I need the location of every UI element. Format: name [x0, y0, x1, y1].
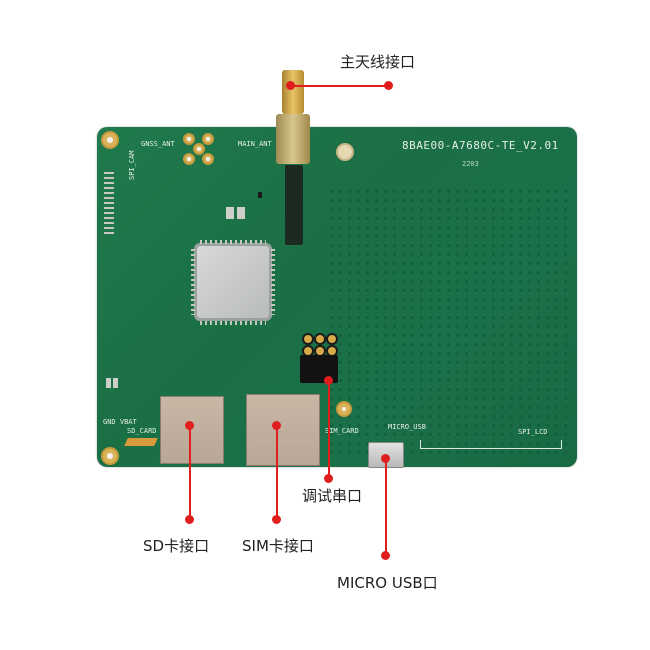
header-pin — [302, 333, 314, 345]
test-point — [336, 143, 354, 161]
debug-serial-dot-start — [324, 376, 333, 385]
debug-serial-label: 调试串口 — [302, 487, 363, 505]
module-pins-right — [271, 249, 275, 315]
main-ant-label: MAIN_ANT — [238, 140, 272, 148]
gnss-ant-label: GNSS_ANT — [141, 140, 175, 148]
header-pin — [326, 333, 338, 345]
capacitor — [237, 207, 245, 219]
sd-card-silk-label: SD_CARD — [127, 427, 157, 435]
sma-base — [276, 114, 310, 164]
sim-card-slot — [246, 394, 320, 466]
micro-usb-dot-end — [381, 551, 390, 560]
via-grid — [327, 187, 572, 457]
micro-usb-label: MICRO USB口 — [337, 574, 438, 592]
date-code-silkscreen: 2203 — [462, 160, 479, 168]
main-antenna-dot-end — [384, 81, 393, 90]
micro-usb-leader — [385, 458, 387, 556]
capacitor — [113, 378, 118, 388]
sim-card-label: SIM卡接口 — [242, 537, 314, 555]
sd-card-dot-start — [185, 421, 194, 430]
spi-cam-label: SPI_CAM — [128, 150, 136, 180]
spi-lcd-silk-label: SPI_LCD — [518, 428, 548, 436]
header-pin — [314, 333, 326, 345]
part-number-silkscreen: 8BAE00-A7680C-TE_V2.01 — [402, 139, 559, 152]
sd-card-slot — [160, 396, 224, 464]
mounting-hole-bottom-left — [101, 447, 119, 465]
module-pins-top — [200, 240, 266, 244]
main-antenna-label: 主天线接口 — [340, 53, 416, 71]
sma-threaded-barrel — [282, 70, 304, 114]
gnss-pad — [183, 133, 195, 145]
sd-card-dot-end — [185, 515, 194, 524]
module-pins-left — [191, 249, 195, 315]
sim-card-dot-end — [272, 515, 281, 524]
mounting-hole-top-left — [101, 131, 119, 149]
gnss-pad — [202, 133, 214, 145]
gnss-pad — [202, 153, 214, 165]
sd-card-label: SD卡接口 — [143, 537, 210, 555]
micro-usb-silk-label: MICRO_USB — [388, 423, 426, 431]
module-pins-bottom — [200, 321, 266, 325]
a7680c-module — [197, 246, 269, 318]
spi-lcd-connector — [420, 440, 562, 449]
sim-card-dot-start — [272, 421, 281, 430]
component — [258, 192, 262, 198]
sd-card-leader — [189, 425, 191, 520]
debug-serial-dot-end — [324, 474, 333, 483]
spi-cam-connector — [104, 172, 114, 234]
main-antenna-dot-start — [286, 81, 295, 90]
main-antenna-leader — [290, 85, 388, 87]
capacitor — [106, 378, 111, 388]
gnss-pad — [183, 153, 195, 165]
antenna-cable — [285, 165, 303, 245]
sim-card-silk-label: SIM_CARD — [325, 427, 359, 435]
sim-card-leader — [276, 425, 278, 520]
micro-usb-dot-start — [381, 454, 390, 463]
sd-arrow-marker — [124, 438, 158, 446]
debug-serial-leader — [328, 379, 330, 477]
gnss-pad — [193, 143, 205, 155]
gnd-vbat-label: GND VBAT — [103, 418, 137, 426]
capacitor — [226, 207, 234, 219]
mounting-hole-center — [336, 401, 352, 417]
